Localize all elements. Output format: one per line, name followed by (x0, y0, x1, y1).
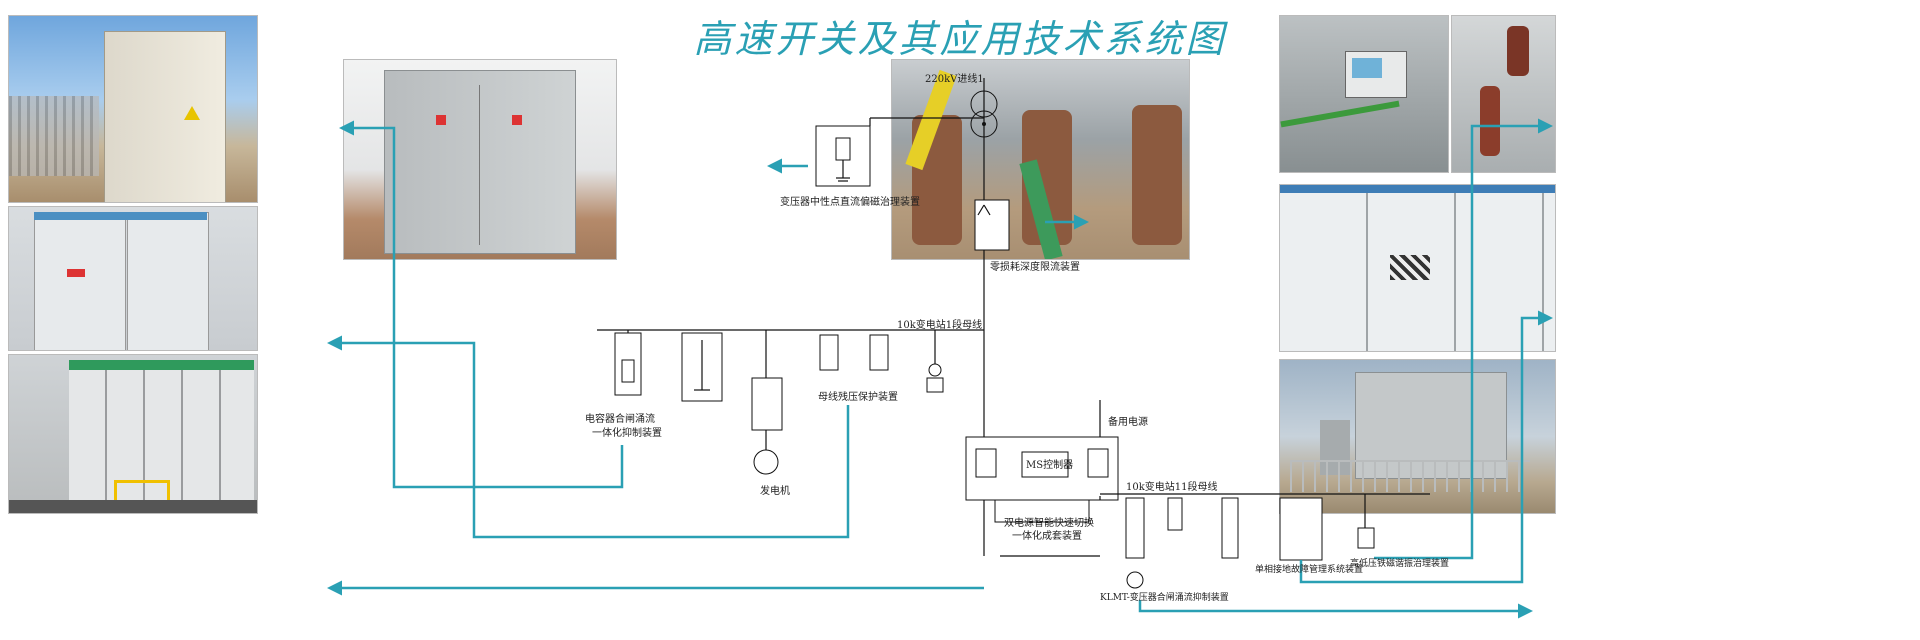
feeder-kmt (1125, 497, 1145, 589)
label-generator: 发电机 (760, 484, 790, 497)
feeder-b2-3 (1221, 497, 1239, 559)
label-bus-protect: 母线残压保护装置 (818, 390, 898, 403)
photo-indoor-switchgear (8, 206, 258, 351)
feeder-cap-inrush (614, 330, 642, 396)
feeder-generator (751, 330, 783, 475)
label-ferro: 高低压铁磁谐振治理装置 (1350, 557, 1449, 569)
label-cap-2: 一体化抑制装置 (592, 426, 662, 439)
label-220kv: 220kV进线1 (925, 72, 984, 85)
label-cap-1: 电容器合闸涌流 (585, 412, 655, 425)
feeder-bus-protect-a (819, 334, 839, 371)
photo-switchgear-panels (1279, 184, 1556, 352)
photo-outdoor-cabinet (8, 15, 258, 203)
fault-limiter-box (974, 199, 1010, 251)
label-bus2: 10k变电站11段母线 (1126, 480, 1218, 493)
photo-prefab-substation (1279, 359, 1556, 514)
label-backup: 备用电源 (1108, 415, 1148, 428)
arrow-bus-protect (327, 335, 850, 539)
label-kmt: KLMT-变压器合闸涌流抑制装置 (1100, 591, 1229, 603)
transformer-symbol (970, 90, 998, 118)
label-dual-1: 双电源智能快速切换 (1004, 516, 1094, 529)
feeder-ferro (1357, 494, 1375, 549)
feeder-single-phase (1279, 497, 1323, 561)
arrow-ferro (1374, 118, 1553, 560)
feeder-pt (926, 330, 944, 393)
label-single-phase: 单相接地故障管理系统装置 (1255, 563, 1363, 575)
transformer-neutral (982, 122, 986, 126)
photo-outdoor-enclosure (343, 59, 617, 260)
feeder-b2-2 (1167, 497, 1183, 531)
label-bias: 变压器中性点直流偏磁治理装置 (780, 195, 920, 208)
feeder-bus-protect-b (869, 334, 889, 371)
diagram-title: 高速开关及其应用技术系统图 (693, 17, 1227, 61)
label-limiter: 零损耗深度限流装置 (990, 260, 1080, 273)
feeder-2 (681, 332, 723, 402)
photo-insulators (1451, 15, 1556, 173)
photo-current-limiter (891, 59, 1190, 260)
label-dual-2: 一体化成套装置 (1012, 529, 1082, 542)
photo-switchgear-row (8, 354, 258, 514)
photo-monitor-device (1279, 15, 1449, 173)
label-ms: MS控制器 (1026, 458, 1073, 471)
arrow-cap-inrush (339, 120, 624, 489)
arrow-single-phase (1299, 310, 1553, 584)
label-bus1: 10k变电站1段母线 (897, 318, 982, 331)
arrow-kmt (1138, 600, 1533, 619)
ms-controller-box (1021, 451, 1069, 478)
